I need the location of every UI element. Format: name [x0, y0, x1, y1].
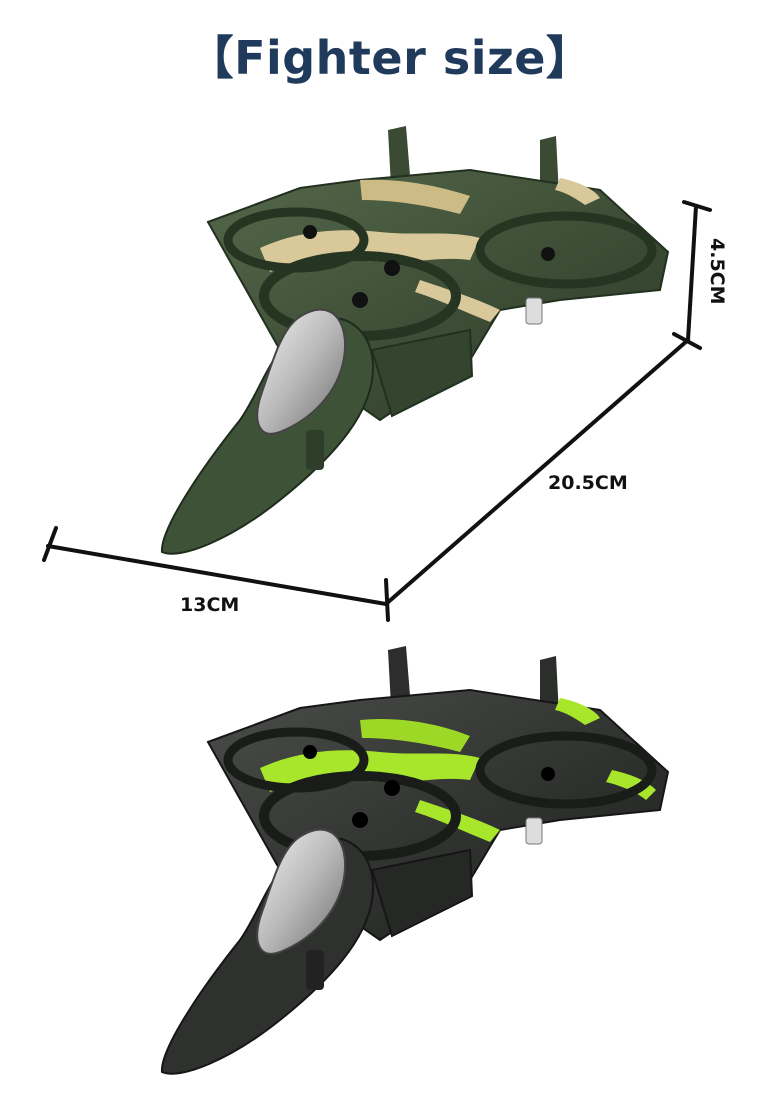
page-title: 【Fighter size】 [187, 31, 593, 85]
height-dimension-line [686, 204, 698, 342]
width-dimension-line [46, 544, 388, 606]
black-lime-fighter-drone [160, 646, 670, 1075]
length-label: 20.5CM [548, 472, 628, 494]
green-fighter-drone [160, 126, 670, 555]
dimension-lines [42, 200, 712, 622]
width-label: 13CM [180, 594, 240, 616]
height-label: 4.5CM [706, 238, 728, 305]
length-dimension-line [384, 338, 690, 606]
